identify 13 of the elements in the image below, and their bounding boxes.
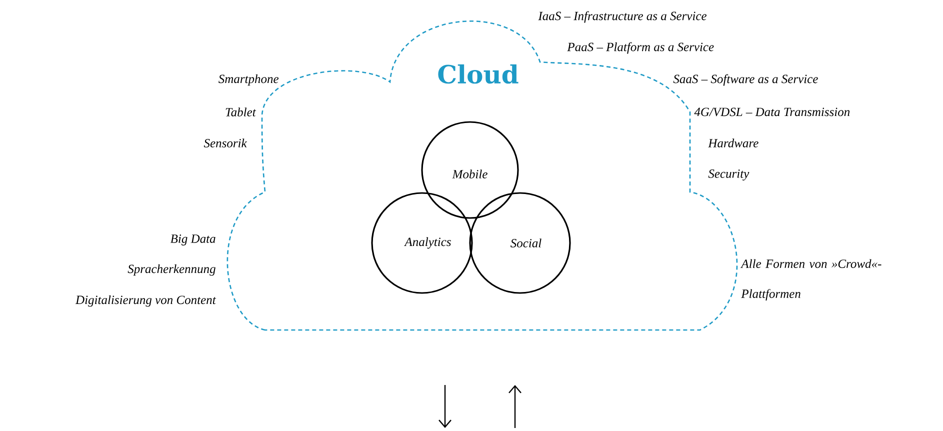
side-label: Hardware [708, 138, 758, 148]
side-label: 4G/VDSL – Data Transmission [694, 108, 850, 116]
side-label: Tablet [226, 108, 256, 116]
side-label: Digitalisierung von Content [75, 295, 216, 307]
side-label: PaaS – Platform as a Service [567, 42, 714, 54]
side-label: Big Data [170, 234, 216, 246]
side-label: Smartphone [218, 74, 279, 86]
side-label: Spracherkennung [128, 264, 216, 276]
side-label: Alle Formen von »Crowd«-Plattformen [740, 259, 882, 301]
side-label: Security [708, 170, 750, 180]
side-label: Sensorik [204, 138, 247, 148]
side-label: IaaS – Infrastructure as a Service [538, 11, 707, 23]
side-label: SaaS – Software as a Service [673, 74, 818, 86]
